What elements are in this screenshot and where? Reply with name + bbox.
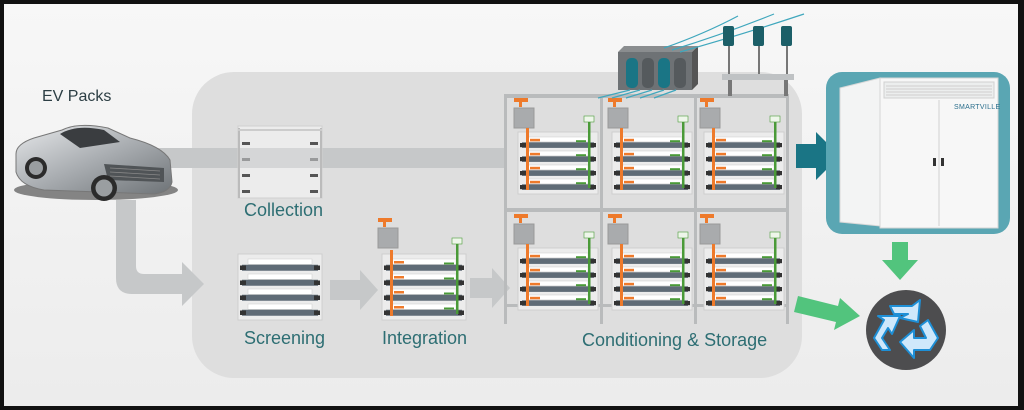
diagram-canvas: [14, 13, 1010, 378]
ev-car-image: [14, 124, 178, 201]
recycle-icon: [866, 290, 946, 370]
integration-rack: [377, 218, 467, 321]
power-line-icon: [722, 26, 794, 96]
screening-rack: [237, 253, 323, 321]
flow-to-collection: [144, 148, 504, 168]
stage-label-conditioning: Conditioning & Storage: [582, 330, 768, 350]
smartville-brand-label: SMARTVILLE: [954, 104, 1001, 111]
flow-arrow-screening-integration: [330, 270, 378, 310]
transformer-icon: [597, 13, 805, 99]
smartville-unit: [826, 72, 1010, 234]
stage-label-integration: Integration: [382, 328, 468, 348]
process-diagram: EV Packs Collection Screening Integratio…: [4, 4, 1018, 406]
flow-arrow-product-to-recycle: [882, 242, 918, 280]
stage-label-screening: Screening: [244, 328, 326, 348]
flow-arrow-integration-conditioning: [470, 268, 510, 308]
flow-arrow-to-product: [796, 132, 840, 180]
ev-packs-label: EV Packs: [42, 88, 112, 105]
flow-arrow-storage-to-recycle: [794, 296, 860, 330]
storage-frame: [504, 94, 789, 324]
stage-label-collection: Collection: [244, 200, 324, 220]
flow-to-screening: [116, 200, 204, 306]
